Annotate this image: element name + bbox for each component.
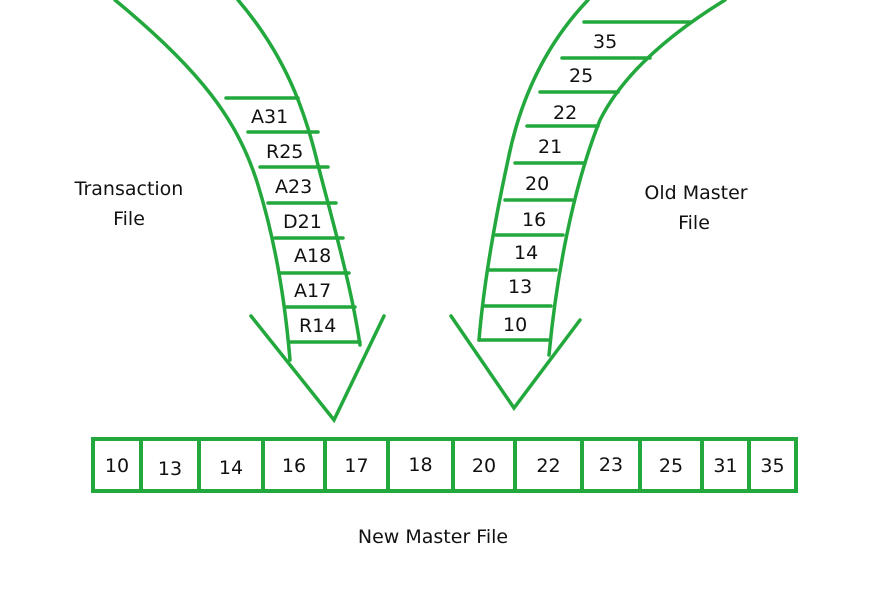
transaction-stream-inner-edge — [236, 0, 362, 347]
old-master-record: 25 — [569, 65, 593, 87]
old-master-record-dividers — [477, 20, 692, 342]
old-master-file-label-line: File — [678, 212, 710, 234]
transaction-stream-outer-edge — [113, 0, 292, 362]
new-master-file-box — [91, 437, 798, 493]
old-master-record: 35 — [593, 31, 617, 53]
old-master-record: 10 — [503, 314, 527, 336]
transaction-record: R14 — [299, 315, 336, 337]
old-master-file-stream: 35 25 22 21 20 16 14 13 10 — [449, 0, 727, 412]
new-master-record: 18 — [408, 454, 432, 476]
old-master-record: 21 — [538, 136, 562, 158]
new-master-record: 16 — [282, 455, 306, 477]
transaction-record: D21 — [283, 211, 322, 233]
transaction-record: A17 — [294, 280, 331, 302]
new-master-record: 20 — [472, 455, 496, 477]
old-master-stream-inner-edge — [547, 0, 727, 357]
new-master-file-row: 10 13 14 16 17 18 20 22 23 25 31 35 — [91, 437, 798, 493]
new-master-record: 23 — [599, 454, 623, 476]
transaction-arrowhead — [249, 314, 386, 424]
transaction-record: A23 — [275, 176, 312, 198]
old-master-file-label: Old Master File — [644, 182, 747, 234]
new-master-record: 31 — [713, 455, 737, 477]
transaction-file-label-line: Transaction — [74, 178, 184, 200]
new-master-record: 10 — [105, 455, 129, 477]
new-master-record: 35 — [760, 455, 784, 477]
new-master-record: 17 — [344, 455, 368, 477]
transaction-record: R25 — [266, 141, 303, 163]
old-master-record-labels: 35 25 22 21 20 16 14 13 10 — [503, 31, 617, 336]
old-master-arrowhead — [449, 314, 582, 412]
transaction-file-label: Transaction File — [74, 178, 184, 230]
new-master-record: 14 — [219, 457, 243, 479]
new-master-record: 13 — [158, 458, 182, 480]
new-master-record: 22 — [536, 455, 560, 477]
old-master-record: 20 — [525, 173, 549, 195]
old-master-record: 22 — [553, 102, 577, 124]
transaction-file-label-line: File — [113, 208, 145, 230]
old-master-file-label-line: Old Master — [644, 182, 747, 204]
old-master-record: 14 — [514, 242, 538, 264]
transaction-record: A31 — [251, 106, 288, 128]
transaction-record-dividers — [224, 96, 362, 344]
transaction-file-stream: A31 R25 A23 D21 A18 A17 R14 — [113, 0, 386, 424]
old-master-record: 13 — [508, 276, 532, 298]
old-master-stream-outer-edge — [477, 0, 590, 342]
transaction-record: A18 — [294, 245, 331, 267]
old-master-record: 16 — [522, 209, 546, 231]
new-master-record: 25 — [659, 455, 683, 477]
transaction-record-labels: A31 R25 A23 D21 A18 A17 R14 — [251, 106, 336, 337]
new-master-file-label: New Master File — [358, 526, 508, 548]
